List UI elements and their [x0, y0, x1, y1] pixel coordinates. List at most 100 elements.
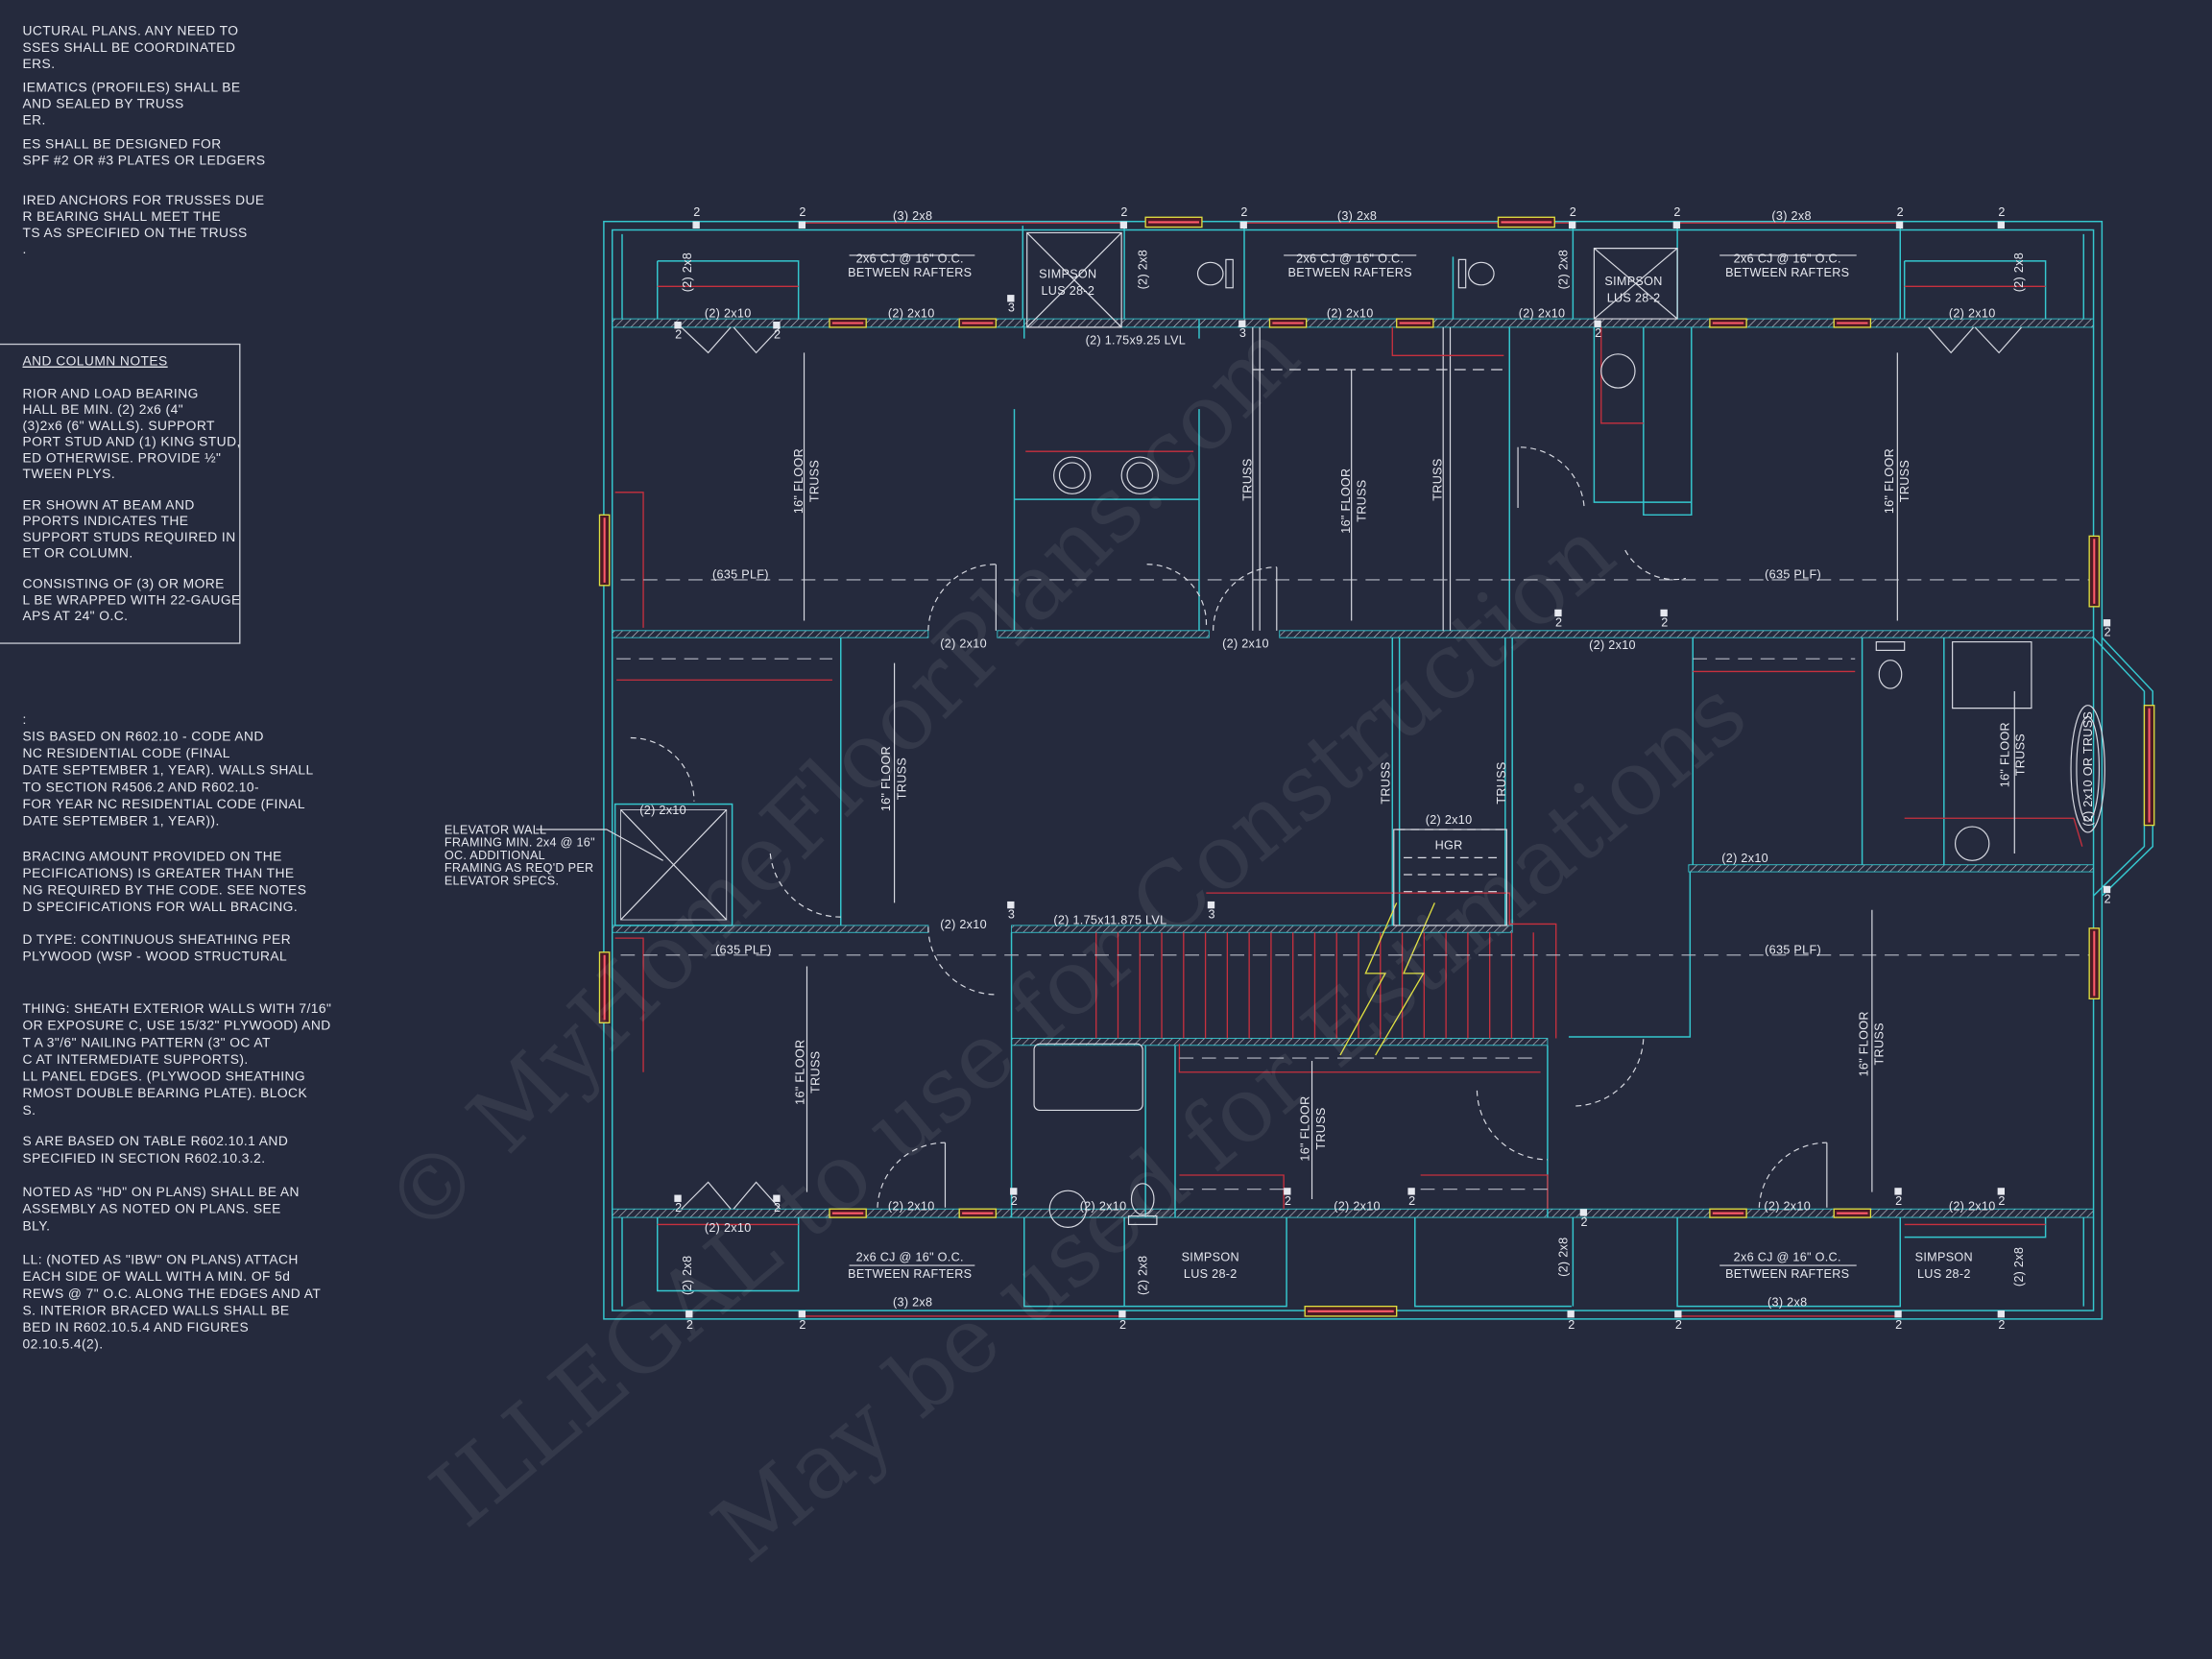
plan-label: (2) 2x10 — [1222, 637, 1269, 650]
plan-label: 2x6 CJ @ 16" O.C. — [1734, 1251, 1841, 1264]
note-line: RIOR AND LOAD BEARING — [23, 385, 199, 400]
elevator-note-line: ELEVATOR WALL — [445, 823, 547, 836]
note-line: (3)2x6 (6" WALLS). SUPPORT — [23, 418, 215, 433]
bearing-post — [1567, 1310, 1575, 1318]
plan-label: (2) 2x10 — [1334, 1200, 1381, 1214]
bearing-mark: 2 — [2104, 626, 2111, 639]
note-line: D SPECIFICATIONS FOR WALL BRACING. — [23, 899, 299, 914]
plan-label: 16" FLOOR — [1883, 448, 1896, 514]
bearing-post — [1284, 1188, 1291, 1195]
bearing-post — [1007, 901, 1015, 909]
plan-label: (2) 2x8 — [681, 1256, 694, 1295]
elevator-note-line: FRAMING AS REQ'D PER — [445, 861, 594, 875]
plan-label: (2) 2x10 — [1949, 307, 1996, 321]
plan-label: LUS 28-2 — [1917, 1267, 1971, 1281]
bearing-mark: 2 — [774, 328, 781, 342]
window — [958, 1208, 998, 1218]
bearing-mark: 2 — [1240, 205, 1247, 219]
plan-label: (2) 2x8 — [1556, 250, 1570, 289]
bearing-mark: 2 — [1568, 1318, 1575, 1332]
plan-label: 16" FLOOR — [1998, 722, 2011, 787]
sink-icon — [1954, 826, 1990, 861]
plan-label: 16" FLOOR — [792, 448, 805, 514]
bearing-post — [674, 322, 682, 329]
bearing-post — [773, 322, 781, 329]
bearing-post — [1660, 609, 1668, 617]
bearing-mark: 3 — [1239, 326, 1246, 340]
plan-label: (2) 2x10 OR TRUSS — [2081, 711, 2095, 827]
note-line: IRED ANCHORS FOR TRUSSES DUE — [23, 192, 265, 207]
elevator-shaft — [536, 803, 733, 926]
bearing-post — [1895, 221, 1904, 229]
plan-label: TRUSS — [1355, 479, 1368, 521]
note-line: SPF #2 OR #3 PLATES OR LEDGERS — [23, 152, 266, 167]
plan-label: 16" FLOOR — [879, 746, 893, 811]
plan-label: (2) 2x8 — [2012, 1247, 2026, 1286]
note-line: 02.10.5.4(2). — [23, 1336, 104, 1352]
bearing-post — [692, 221, 700, 229]
note-line: NC RESIDENTIAL CODE (FINAL — [23, 745, 230, 760]
exterior-wall-outer — [603, 220, 2104, 1320]
plan-label: TRUSS — [1314, 1107, 1328, 1149]
window — [1709, 1208, 1747, 1218]
bearing-post — [1119, 221, 1128, 229]
plan-label: (2) 2x10 — [1327, 307, 1374, 321]
bearing-mark: 2 — [799, 1318, 805, 1332]
sink-icon — [1048, 1190, 1088, 1228]
bearing-post — [1997, 221, 2005, 229]
note-line: HALL BE MIN. (2) 2x6 (4" — [23, 401, 184, 417]
bearing-mark: 2 — [675, 328, 682, 342]
plan-label: (2) 2x10 — [705, 1221, 752, 1235]
plan-label: TRUSS — [895, 757, 908, 800]
plan-label: BETWEEN RAFTERS — [848, 1267, 972, 1281]
plan-label: 16" FLOOR — [1299, 1095, 1312, 1161]
bearing-post — [798, 221, 806, 229]
plan-label: (2) 2x10 — [1589, 638, 1636, 652]
plan-label: 2x6 CJ @ 16" O.C. — [856, 1251, 964, 1264]
note-line: CONSISTING OF (3) OR MORE — [23, 576, 225, 591]
note-line: NG REQUIRED BY THE CODE. SEE NOTES — [23, 882, 307, 898]
windows — [598, 216, 2155, 1317]
plan-label: TRUSS — [1873, 1022, 1887, 1065]
bearing-post — [1568, 221, 1576, 229]
column-notes-box — [0, 343, 241, 644]
note-line: SIS BASED ON R602.10 - CODE AND — [23, 728, 264, 743]
bearing-mark: 2 — [1011, 1194, 1018, 1208]
note-line: PORT STUD AND (1) KING STUD, — [23, 434, 241, 449]
plan-label: 16" FLOOR — [1857, 1011, 1870, 1076]
bearing-post — [1674, 1310, 1682, 1318]
plan-label: SIMPSON — [1915, 1251, 1973, 1264]
bearing-mark: 2 — [686, 1318, 693, 1332]
note-line: PECIFICATIONS) IS GREATER THAN THE — [23, 865, 295, 880]
plan-label: (3) 2x8 — [1771, 209, 1811, 223]
bearing-post — [798, 1310, 806, 1318]
bearing-post — [1894, 1310, 1902, 1318]
bearing-post — [1594, 320, 1601, 327]
note-line: S. — [23, 1102, 36, 1118]
interior-partitions — [621, 226, 2085, 1308]
bearing-mark: 2 — [1408, 1194, 1415, 1208]
plan-label: (635 PLF) — [1765, 567, 1821, 581]
note-line: ER. — [23, 112, 46, 128]
bearing-post — [1207, 901, 1215, 909]
elevator-note-line: FRAMING MIN. 2x4 @ 16" — [445, 836, 595, 850]
plan-label: SIMPSON — [1182, 1251, 1239, 1264]
note-line: BRACING AMOUNT PROVIDED ON THE — [23, 848, 282, 863]
note-line: APS AT 24" O.C. — [23, 608, 129, 623]
bearing-mark: 2 — [1570, 205, 1576, 219]
note-line: S. INTERIOR BRACED WALLS SHALL BE — [23, 1302, 290, 1317]
plan-label: (2) 2x8 — [1556, 1238, 1570, 1277]
bearing-post — [2103, 885, 2111, 894]
window — [1833, 318, 1872, 328]
plan-label: (2) 2x10 — [705, 307, 752, 321]
plan-label: (3) 2x8 — [893, 1296, 932, 1310]
bearing-mark: 3 — [1209, 908, 1215, 922]
note-line: LL: (NOTED AS "IBW" ON PLANS) ATTACH — [23, 1252, 299, 1267]
window — [598, 514, 611, 587]
plan-label: (2) 2x10 — [639, 804, 686, 817]
elevator-note-line: ELEVATOR SPECS. — [445, 874, 559, 887]
window — [2088, 535, 2101, 608]
window — [1396, 318, 1434, 328]
bearing-post — [674, 1194, 682, 1202]
